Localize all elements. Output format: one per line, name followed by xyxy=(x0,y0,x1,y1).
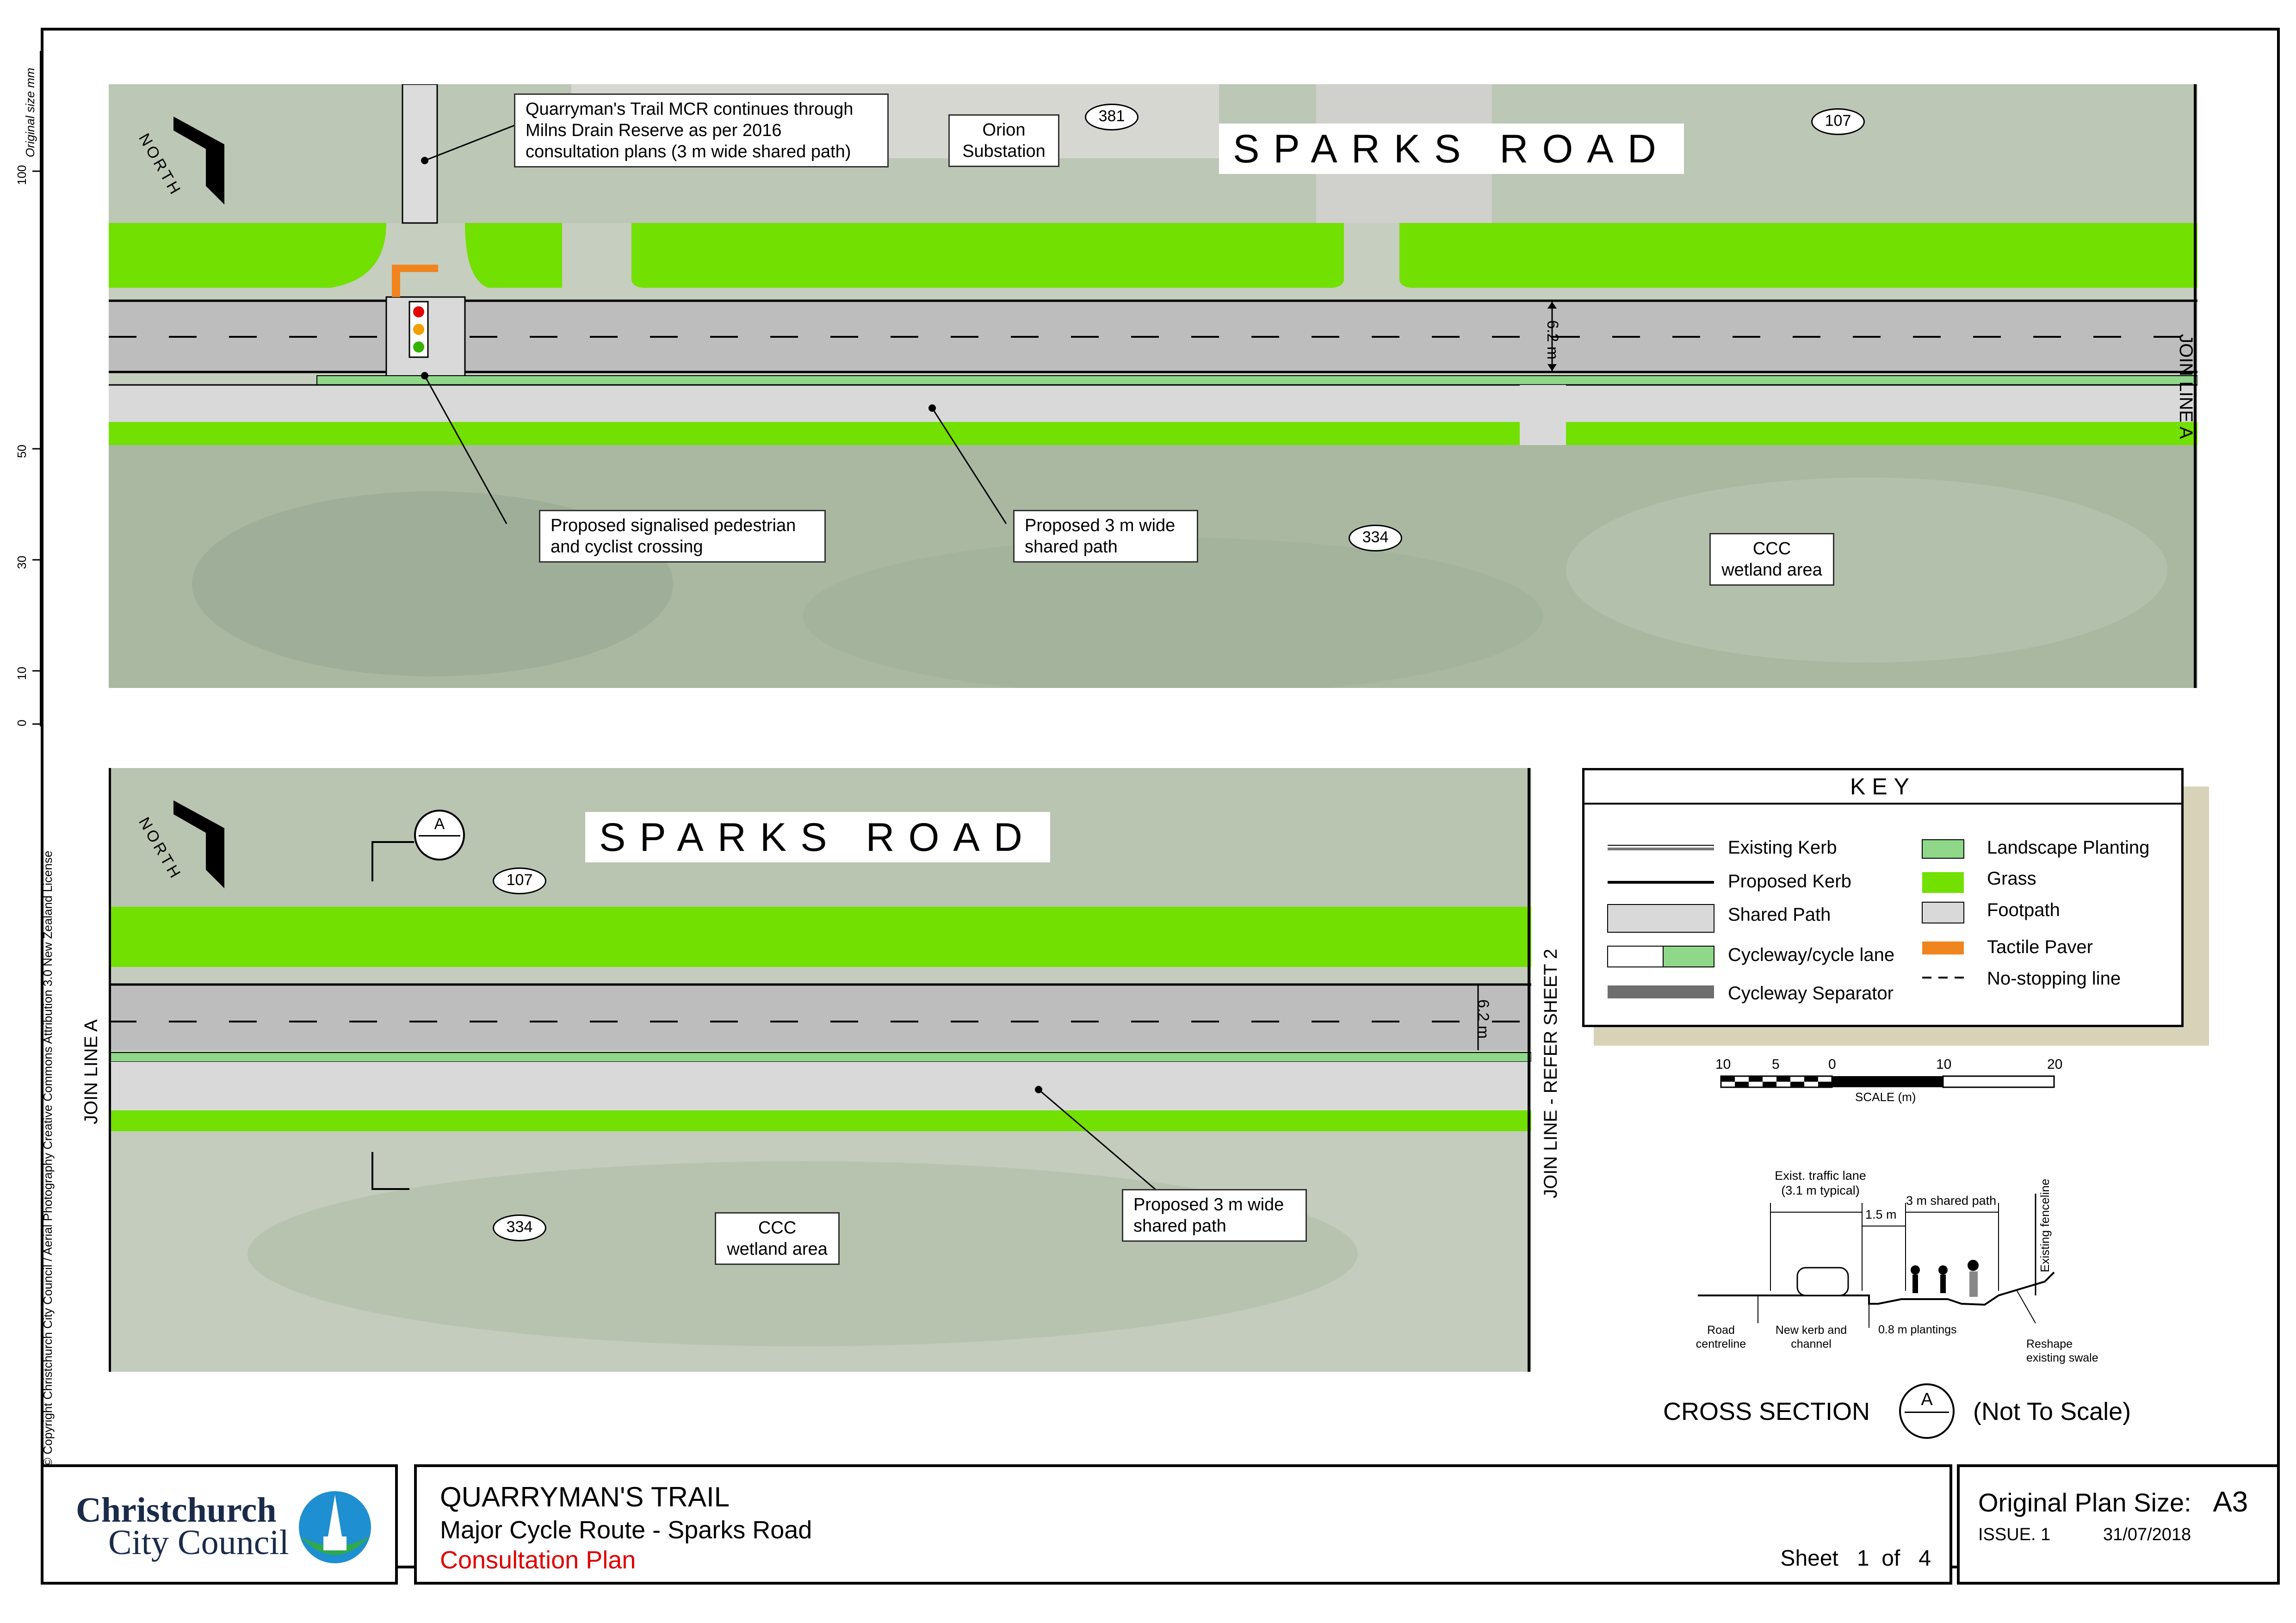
join-line-sheet2: JOIN LINE - REFER SHEET 2 xyxy=(1541,948,1561,1198)
quarryman-callout: Quarryman's Trail MCR continues through … xyxy=(514,93,889,167)
north-arrow-icon xyxy=(173,117,224,204)
join-line-a-lower: JOIN LINE A xyxy=(81,1019,101,1124)
scale-caption: SCALE (m) xyxy=(1855,1090,1916,1104)
key-grass: Grass xyxy=(1987,868,2036,889)
sheet-of: of xyxy=(1881,1546,1900,1571)
cross-section-marker: A xyxy=(1899,1383,1955,1439)
key-separator: Cycleway Separator xyxy=(1728,983,1894,1004)
xs-fenceline: Existing fenceline xyxy=(2038,1178,2052,1272)
plan-size-value: A3 xyxy=(2213,1486,2248,1518)
key-footpath: Footpath xyxy=(1987,900,2060,920)
key-no-stopping: No-stopping line xyxy=(1987,968,2121,989)
scale-label-20: 20 xyxy=(2047,1057,2063,1072)
scale-label-10b: 10 xyxy=(1936,1057,1952,1072)
ruler-tick-0: 0 xyxy=(15,719,29,726)
lot-381: 381 xyxy=(1085,104,1139,130)
plan-size: Original Plan Size: A3 xyxy=(1978,1486,2248,1518)
plan-size-label: Original Plan Size: xyxy=(1978,1488,2191,1517)
xs-shared-path: 3 m shared path xyxy=(1906,1194,1997,1208)
org-name-line2: City Council xyxy=(108,1523,289,1562)
key-tactile: Tactile Paver xyxy=(1987,937,2093,957)
orion-callout: Orion Substation xyxy=(948,114,1059,167)
logo-block: Christchurch City Council xyxy=(41,1464,398,1585)
cross-section-marker-letter: A xyxy=(1921,1390,1933,1409)
key-shared-path: Shared Path xyxy=(1728,904,1831,925)
plan-size-block: Original Plan Size: A3 ISSUE. 1 31/07/20… xyxy=(1957,1464,2280,1585)
project-subtitle: Major Cycle Route - Sparks Road xyxy=(440,1516,812,1544)
lot-107-lower: 107 xyxy=(493,867,546,894)
north-arrow-icon xyxy=(173,800,224,888)
shared-path-callout-lower: Proposed 3 m wide shared path xyxy=(1122,1189,1307,1242)
cross-section-title: CROSS SECTION xyxy=(1663,1398,1870,1425)
upper-dimension: 6.2 m xyxy=(1544,320,1561,360)
ruler-ticks xyxy=(32,51,42,726)
ruler-tick-50: 50 xyxy=(15,445,29,458)
copyright-notice: © Copyright Christchurch City Council / … xyxy=(41,850,55,1467)
org-name-line1: Christchurch xyxy=(76,1491,277,1530)
ruler-tick-30: 30 xyxy=(15,556,29,569)
xs-plantings: 0.8 m plantings xyxy=(1878,1323,1957,1336)
xs-buffer: 1.5 m xyxy=(1865,1208,1897,1221)
sheet-total: 4 xyxy=(1918,1546,1931,1571)
section-marker: A xyxy=(414,810,465,861)
lower-dimension: 6.2 m xyxy=(1474,999,1492,1039)
sheet-no: 1 xyxy=(1857,1546,1869,1571)
wetland-callout-lower: CCC wetland area xyxy=(715,1212,840,1265)
issue-date: 31/07/2018 xyxy=(2103,1525,2191,1544)
lower-plan: NORTH A SPARKS ROAD 107 334 Proposed 3 m… xyxy=(109,768,1531,1372)
lower-aerial-map xyxy=(109,768,1531,1372)
ruler-tick-10: 10 xyxy=(15,667,29,680)
lot-107: 107 xyxy=(1811,108,1865,135)
xs-kerb: New kerb and channel xyxy=(1775,1324,1847,1350)
upper-plan: NORTH SPARKS ROAD Quarryman's Trail MCR … xyxy=(109,84,2197,688)
key-proposed-kerb: Proposed Kerb xyxy=(1728,871,1851,892)
xs-centreline: Road centreline xyxy=(1696,1324,1746,1350)
scale-bar: 10 5 0 10 20 SCALE (m) xyxy=(1707,1050,2063,1115)
project-title: QUARRYMAN'S TRAIL xyxy=(440,1481,730,1512)
xs-swale: Reshape existing swale xyxy=(2026,1338,2098,1364)
council-logo-icon xyxy=(299,1491,371,1563)
sheet-label: Sheet xyxy=(1780,1546,1838,1571)
upper-aerial-map xyxy=(109,84,2197,688)
lower-road-name: SPARKS ROAD xyxy=(585,812,1050,862)
scale-label-0: 0 xyxy=(1828,1057,1836,1072)
issue-number: ISSUE. 1 xyxy=(1978,1525,2051,1544)
key-landscape: Landscape Planting xyxy=(1987,837,2150,858)
project-block: QUARRYMAN'S TRAIL Major Cycle Route - Sp… xyxy=(414,1464,1952,1585)
scale-label-10a: 10 xyxy=(1715,1057,1731,1072)
scale-ruler: Original size mm 100 50 30 10 0 xyxy=(9,51,42,726)
lot-334-lower: 334 xyxy=(493,1214,546,1241)
key-cycleway: Cycleway/cycle lane xyxy=(1728,945,1895,965)
key-box: KEY Existing Kerb Proposed Kerb Shared P… xyxy=(1582,768,2184,1027)
scale-label-5: 5 xyxy=(1772,1057,1780,1072)
key-existing-kerb: Existing Kerb xyxy=(1728,837,1837,858)
xs-traffic-lane: Exist. traffic lane (3.1 m typical) xyxy=(1775,1169,1866,1197)
wetland-callout: CCC wetland area xyxy=(1709,533,1834,586)
section-marker-letter: A xyxy=(434,815,445,833)
lot-334: 334 xyxy=(1349,525,1402,551)
key-title: KEY xyxy=(1584,770,2181,805)
cross-section-diagram: Exist. traffic lane (3.1 m typical) 3 m … xyxy=(1684,1157,2100,1379)
sheet-number: Sheet 1 of 4 xyxy=(1780,1546,1931,1571)
upper-road-name: SPARKS ROAD xyxy=(1219,124,1684,174)
shared-path-callout: Proposed 3 m wide shared path xyxy=(1013,510,1198,563)
cross-section-note: (Not To Scale) xyxy=(1973,1398,2131,1425)
crossing-callout: Proposed signalised pedestrian and cycli… xyxy=(539,510,826,563)
ruler-tick-100: 100 xyxy=(15,165,29,185)
join-line-a-upper: JOIN LINE A xyxy=(2176,334,2196,439)
key-symbols xyxy=(1607,839,1964,998)
project-status: Consultation Plan xyxy=(440,1546,636,1574)
